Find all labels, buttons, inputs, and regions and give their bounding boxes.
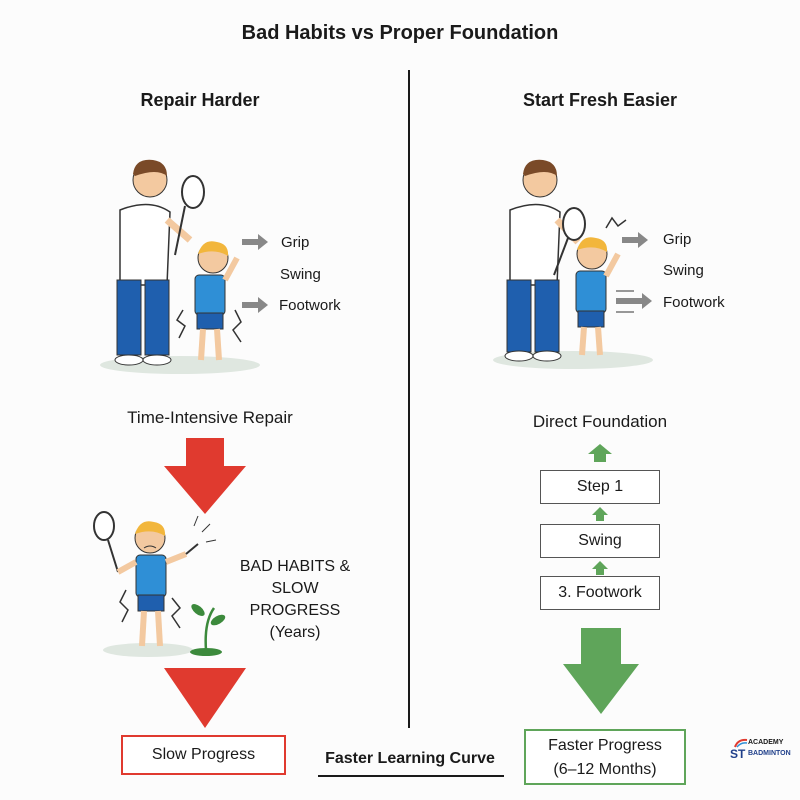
warning-line-2: SLOW PROGRESS [249, 580, 341, 619]
right-skill-footwork: Footwork [663, 294, 725, 311]
green-up-arrow-1 [588, 444, 612, 462]
center-divider [408, 70, 410, 728]
page-title: Bad Habits vs Proper Foundation [241, 22, 559, 44]
logo-text-st: ST [730, 747, 746, 761]
step-box-3: 3. Footwork [540, 576, 660, 610]
left-stage-label: Time-Intensive Repair [127, 408, 293, 427]
logo-text-badminton: BADMINTON [748, 750, 791, 757]
faster-progress-box: Faster Progress (6–12 Months) [524, 729, 686, 785]
step-box-1: Step 1 [540, 470, 660, 504]
warning-line-3: (Years) [269, 624, 321, 641]
right-heading: Start Fresh Easier [522, 90, 678, 110]
logo-text-academy: ACADEMY [748, 739, 784, 746]
footer-caption: Faster Learning Curve [325, 750, 495, 767]
academy-logo: ACADEMY ST BADMINTON [726, 738, 791, 768]
step-box-2: Swing [540, 524, 660, 558]
right-skill-swing: Swing [663, 262, 704, 279]
left-skill-arrows [242, 234, 268, 313]
slow-progress-box: Slow Progress [121, 735, 286, 775]
coach-child-illustration-left [100, 159, 260, 374]
left-heading: Repair Harder [140, 90, 260, 110]
red-down-arrow-1 [164, 438, 246, 514]
frustrated-child-illustration [93, 511, 226, 657]
left-skill-grip: Grip [281, 234, 310, 251]
left-skill-footwork: Footwork [279, 297, 341, 314]
logo-swoosh-icon [734, 738, 748, 748]
faster-progress-line-1: Faster Progress [548, 737, 662, 754]
green-up-arrow-2 [592, 507, 608, 521]
right-skill-grip: Grip [663, 231, 692, 248]
green-up-arrow-3 [592, 561, 608, 575]
left-skill-swing: Swing [280, 266, 321, 283]
faster-progress-line-2: (6–12 Months) [553, 761, 657, 778]
coach-child-illustration-right [493, 159, 653, 369]
warning-line-1: BAD HABITS & [239, 558, 351, 575]
green-down-arrow [563, 628, 639, 714]
footer-underline [318, 775, 504, 777]
red-down-arrow-2 [164, 668, 246, 728]
right-skill-arrows [616, 232, 652, 313]
bad-habits-warning: BAD HABITS & SLOW PROGRESS (Years) [225, 556, 365, 644]
right-stage-label: Direct Foundation [532, 412, 668, 431]
